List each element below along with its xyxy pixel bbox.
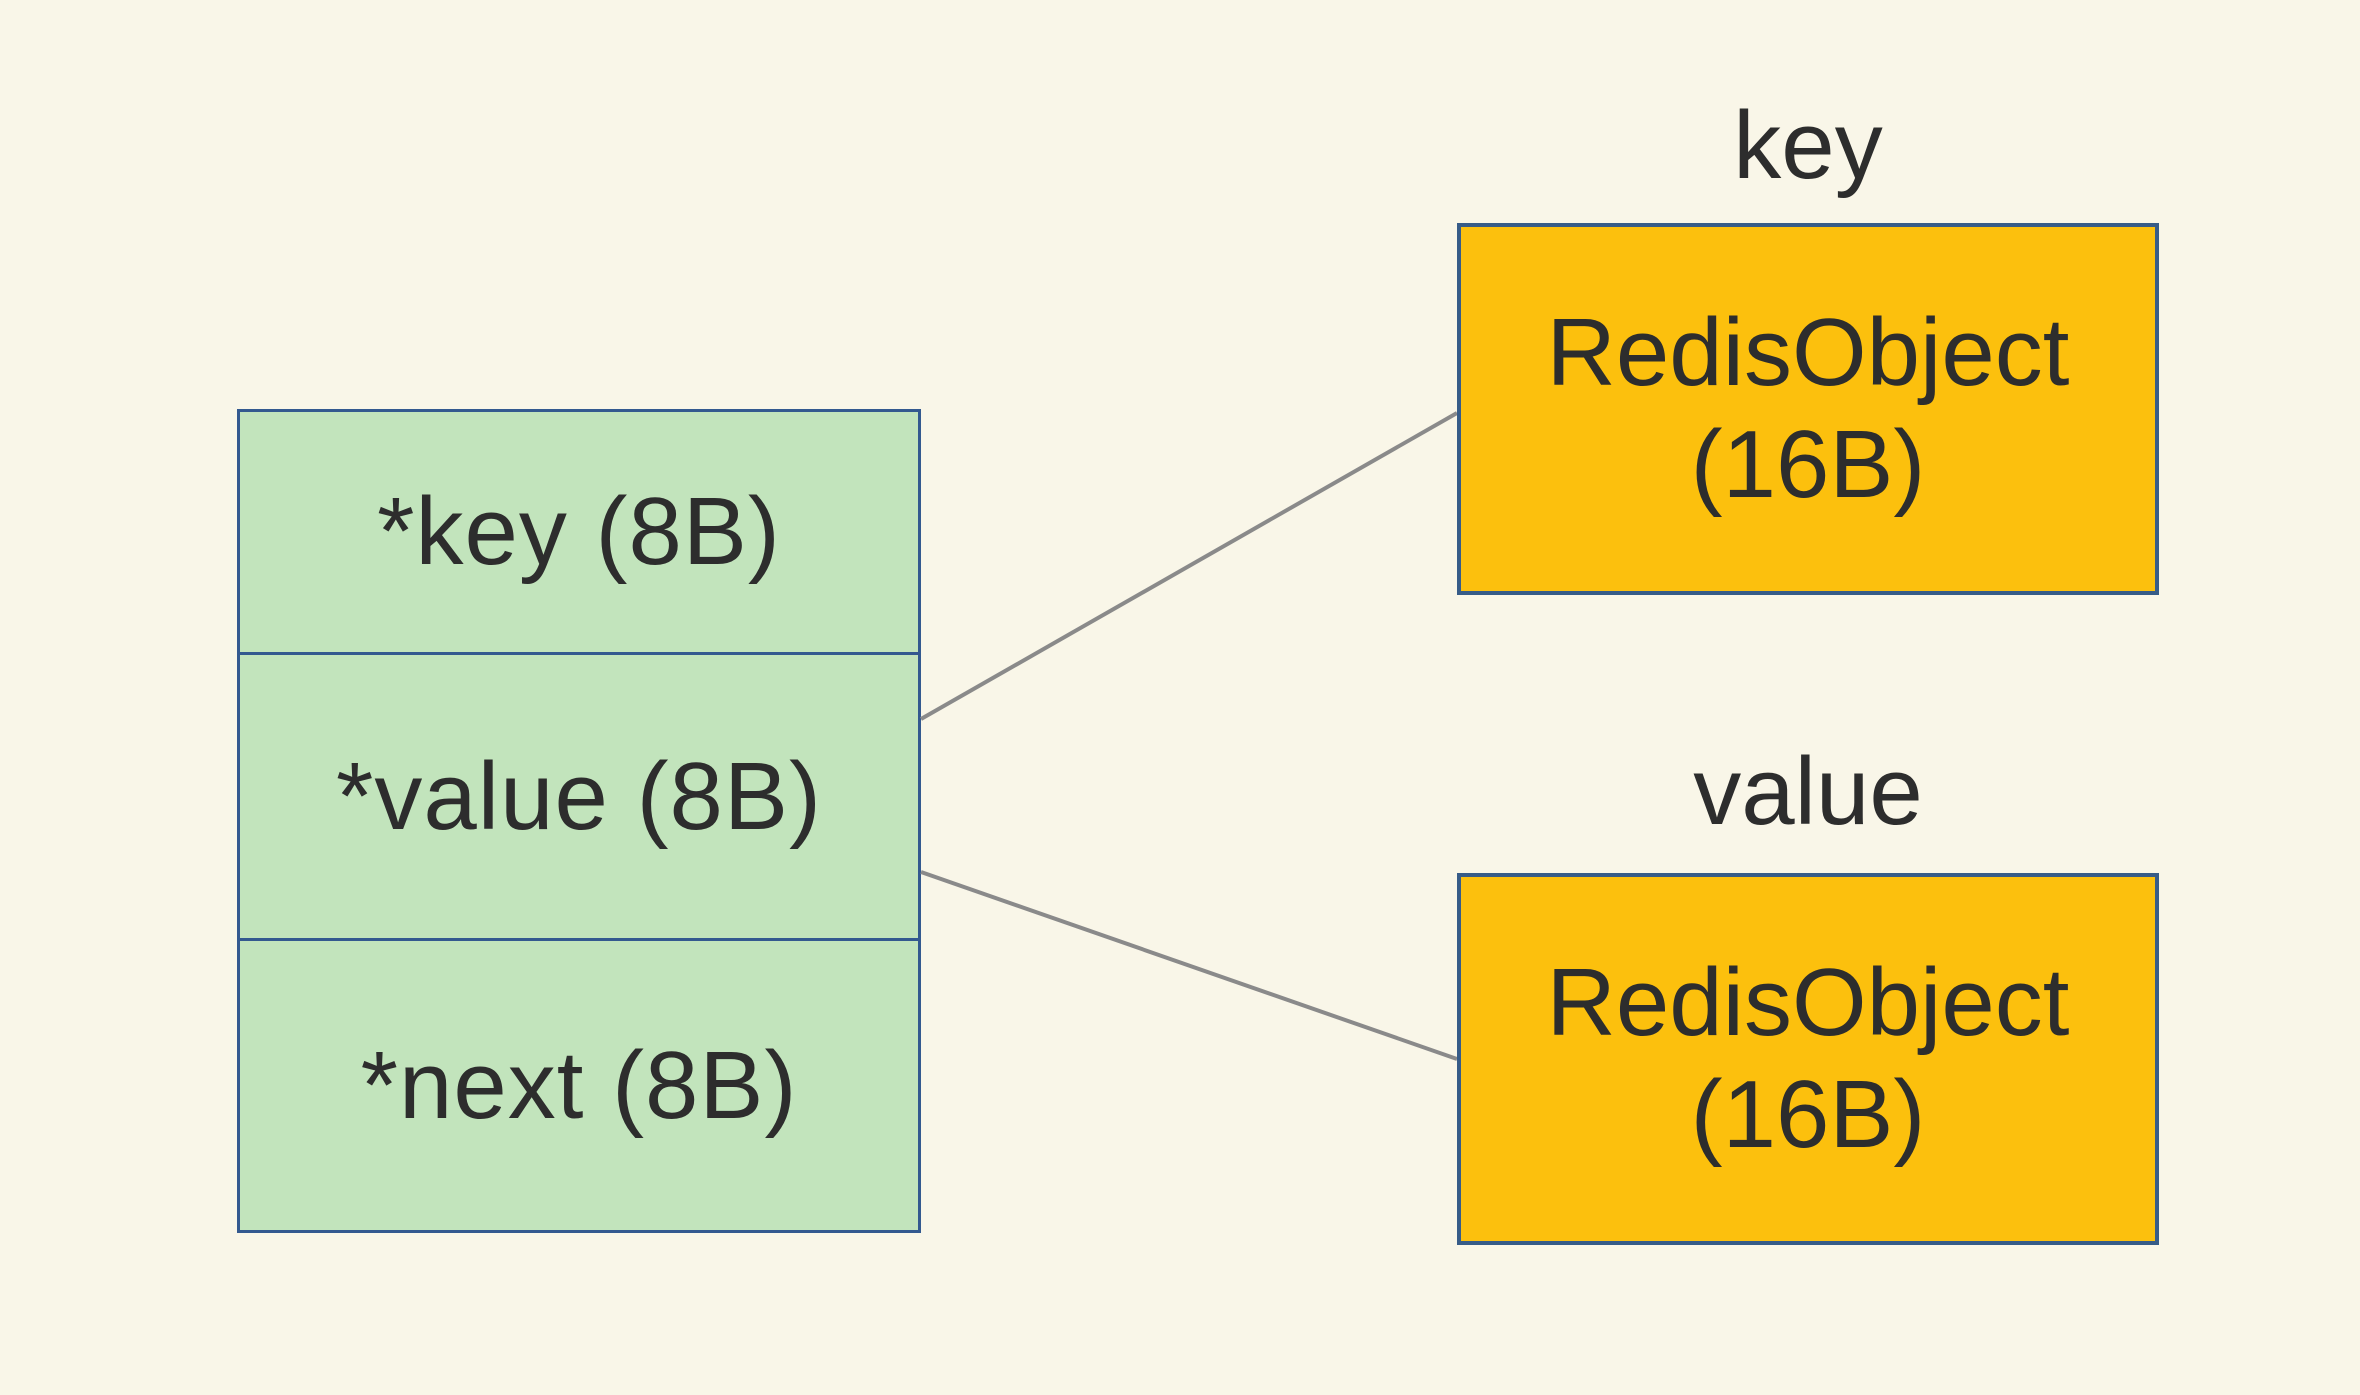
key-redis-object: RedisObject (16B) (1457, 223, 2159, 595)
key-object-title: RedisObject (1546, 299, 2070, 406)
struct-cell-next: *next (8B) (240, 938, 918, 1230)
struct-cell-value-label: *value (8B) (336, 742, 822, 850)
struct-cell-key: *key (8B) (240, 412, 918, 652)
key-object-size: (16B) (1690, 411, 1926, 518)
dict-entry-struct: *key (8B) *value (8B) *next (8B) (237, 409, 921, 1233)
connector-to-key-object (920, 411, 1458, 721)
value-object-title: RedisObject (1546, 949, 2070, 1056)
struct-cell-next-label: *next (8B) (360, 1031, 798, 1139)
key-object-caption: key (1733, 92, 1883, 199)
value-redis-object: RedisObject (16B) (1457, 873, 2159, 1245)
struct-cell-key-label: *key (8B) (377, 478, 781, 586)
value-object-size: (16B) (1690, 1061, 1926, 1168)
connector-to-value-object (920, 870, 1458, 1061)
struct-cell-value: *value (8B) (240, 652, 918, 938)
value-object-caption: value (1693, 738, 1923, 845)
